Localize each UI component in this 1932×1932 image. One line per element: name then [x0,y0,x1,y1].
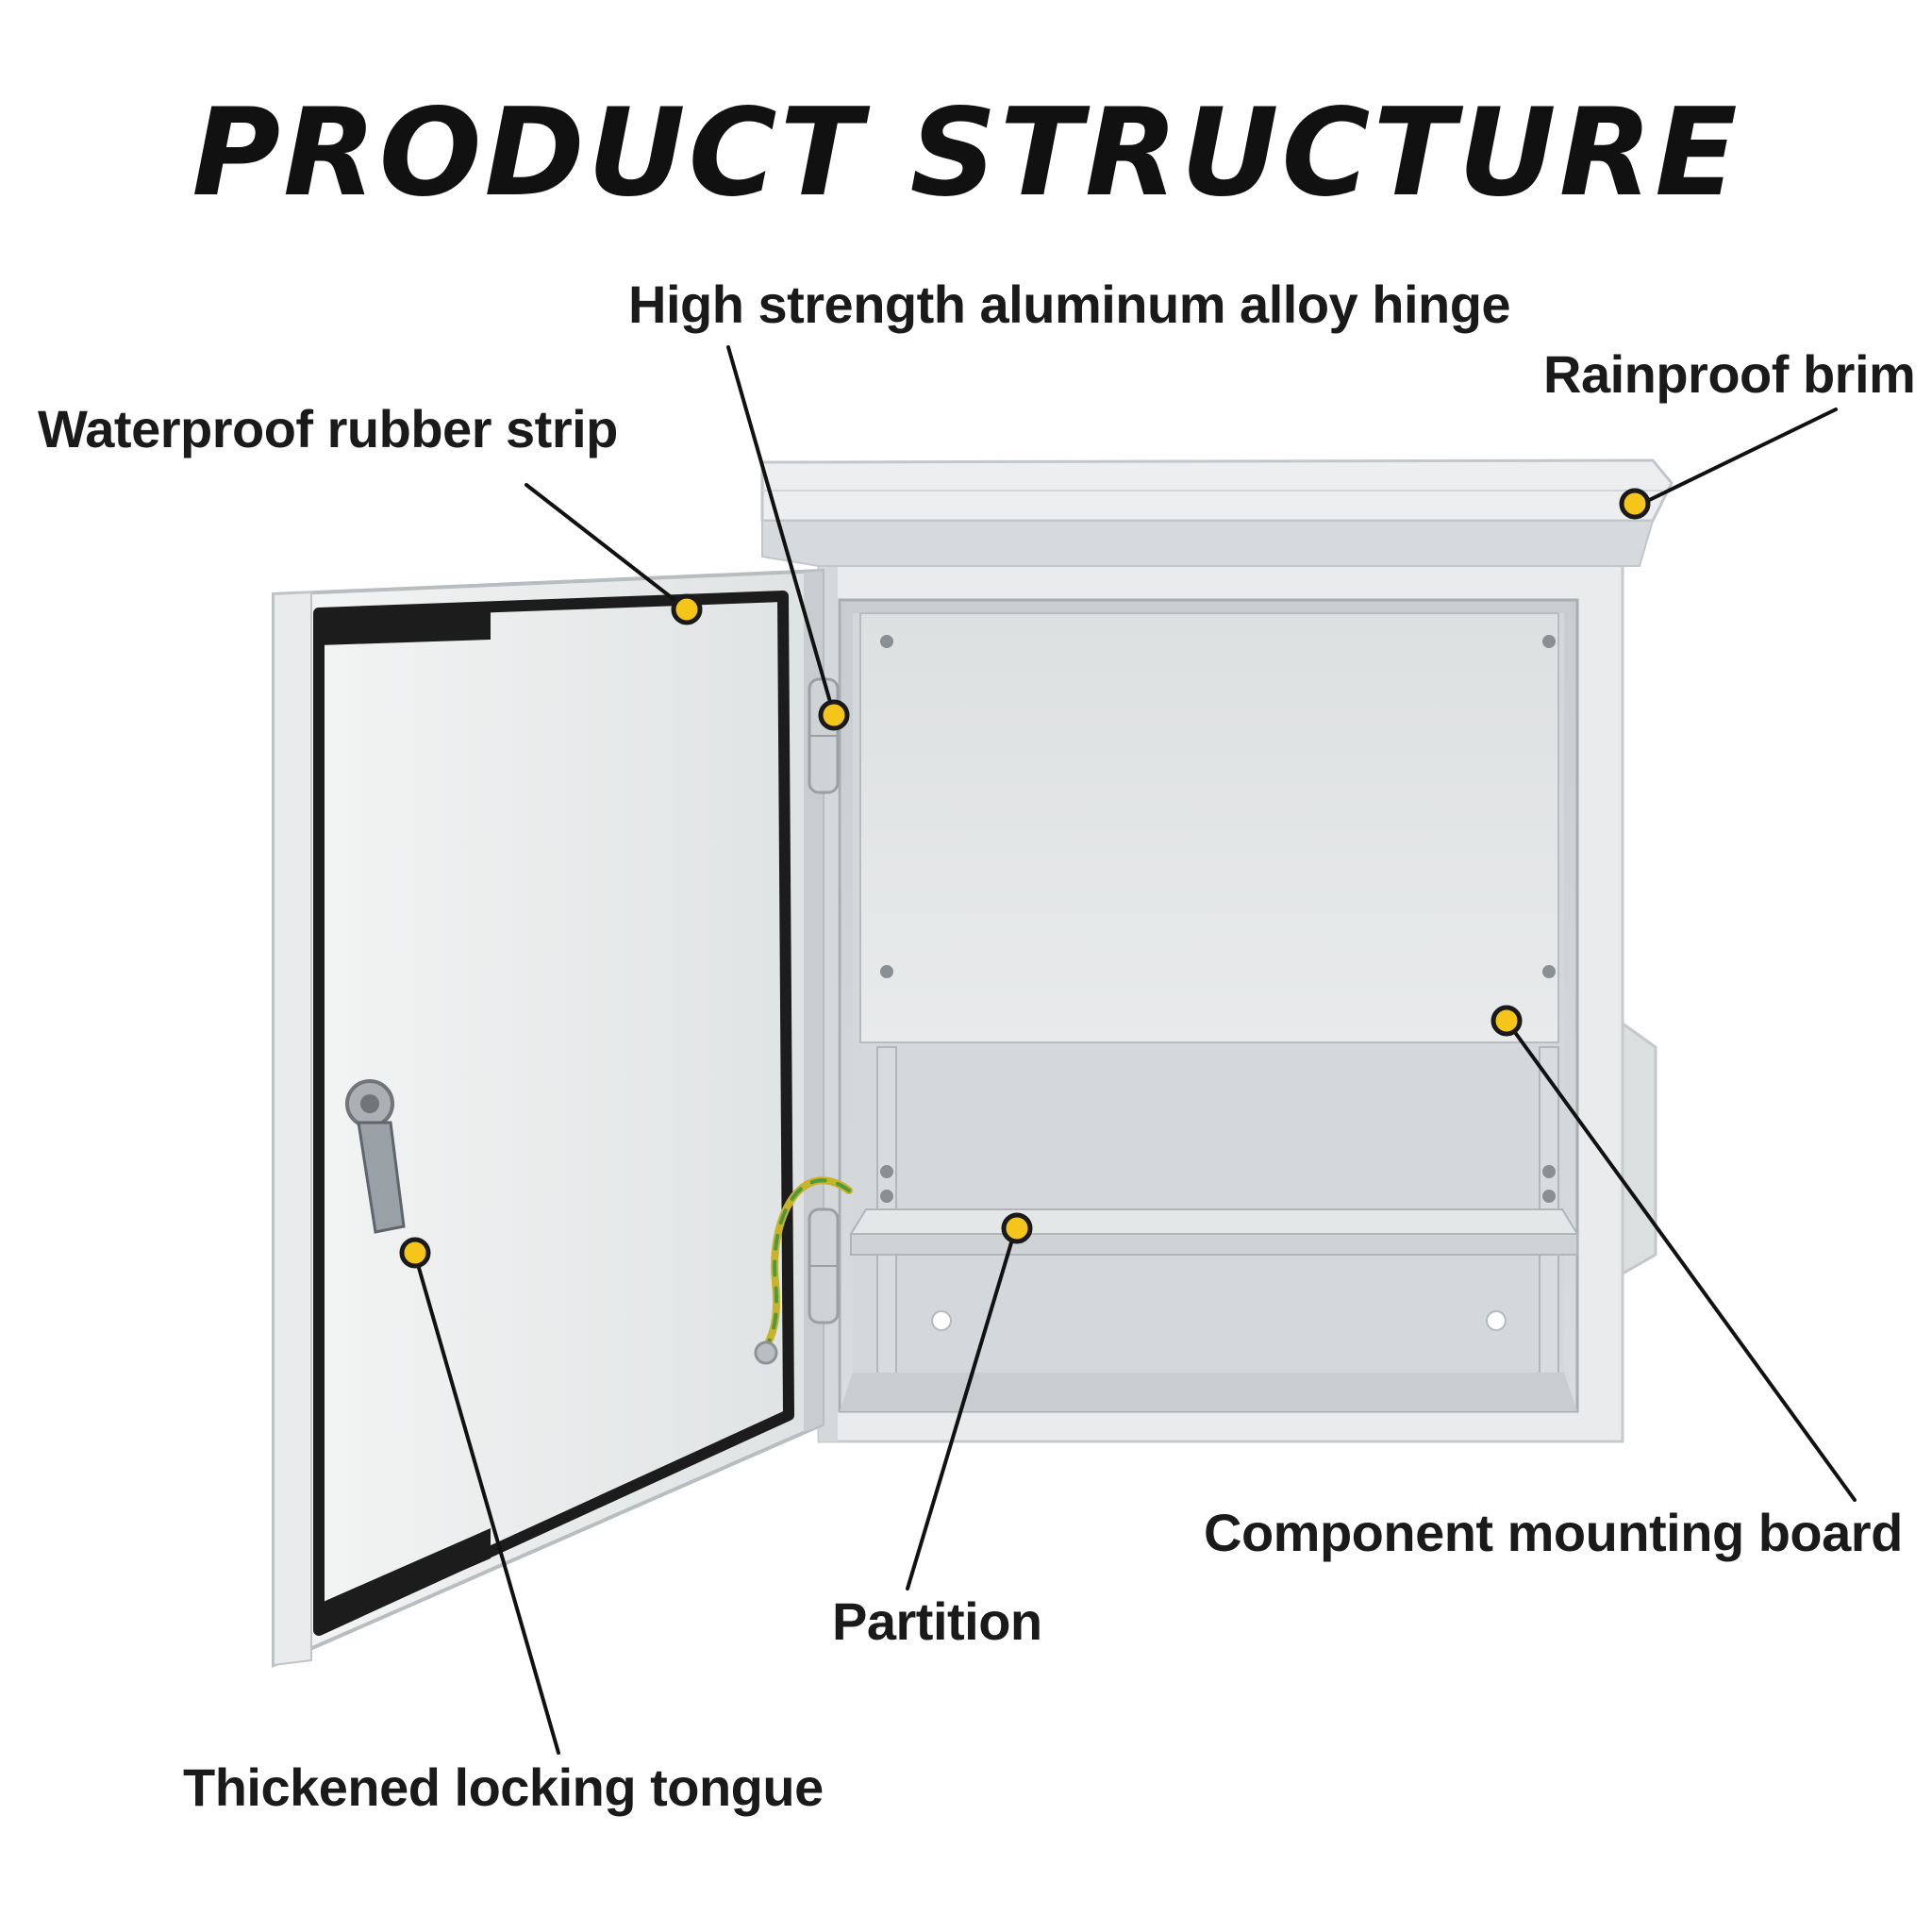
marker-partition [1001,1212,1033,1244]
leader-lines [413,345,1857,1755]
cabinet-door [272,568,824,1669]
label-component-mounting-board: Component mounting board [1204,1503,1903,1562]
leader-line-board [1505,1019,1857,1502]
partition-shelf [849,1165,1579,1331]
label-rainproof-brim: Rainproof brim [1543,344,1916,404]
marker-strip [671,593,703,625]
rainproof-brim [760,458,1674,567]
page-title: PRODUCT STRUCTURE [192,83,1740,224]
leader-line-partition [906,1228,1017,1591]
cavity-floor [840,1373,1577,1411]
marker-board [1491,1005,1523,1037]
label-hinge: High strength aluminum alloy hinge [628,275,1511,334]
leader-line-hinge [726,345,836,717]
marker-hinge [818,699,850,731]
leader-line-strip [525,483,689,611]
label-thickened-locking-tongue: Thickened locking tongue [183,1757,824,1817]
component-mounting-board [859,612,1559,1043]
leader-line-tongue [413,1253,560,1755]
ground-wire [754,1176,853,1365]
label-waterproof-rubber-strip: Waterproof rubber strip [38,399,618,458]
locking-tongue [345,1079,406,1234]
side-vent [1621,1021,1657,1276]
leader-line-brim [1636,408,1838,508]
callout-markers [399,488,1651,1269]
marker-brim [1619,488,1651,520]
waterproof-rubber-strip [313,591,794,1636]
marker-tongue [399,1237,431,1269]
label-partition: Partition [832,1591,1042,1651]
